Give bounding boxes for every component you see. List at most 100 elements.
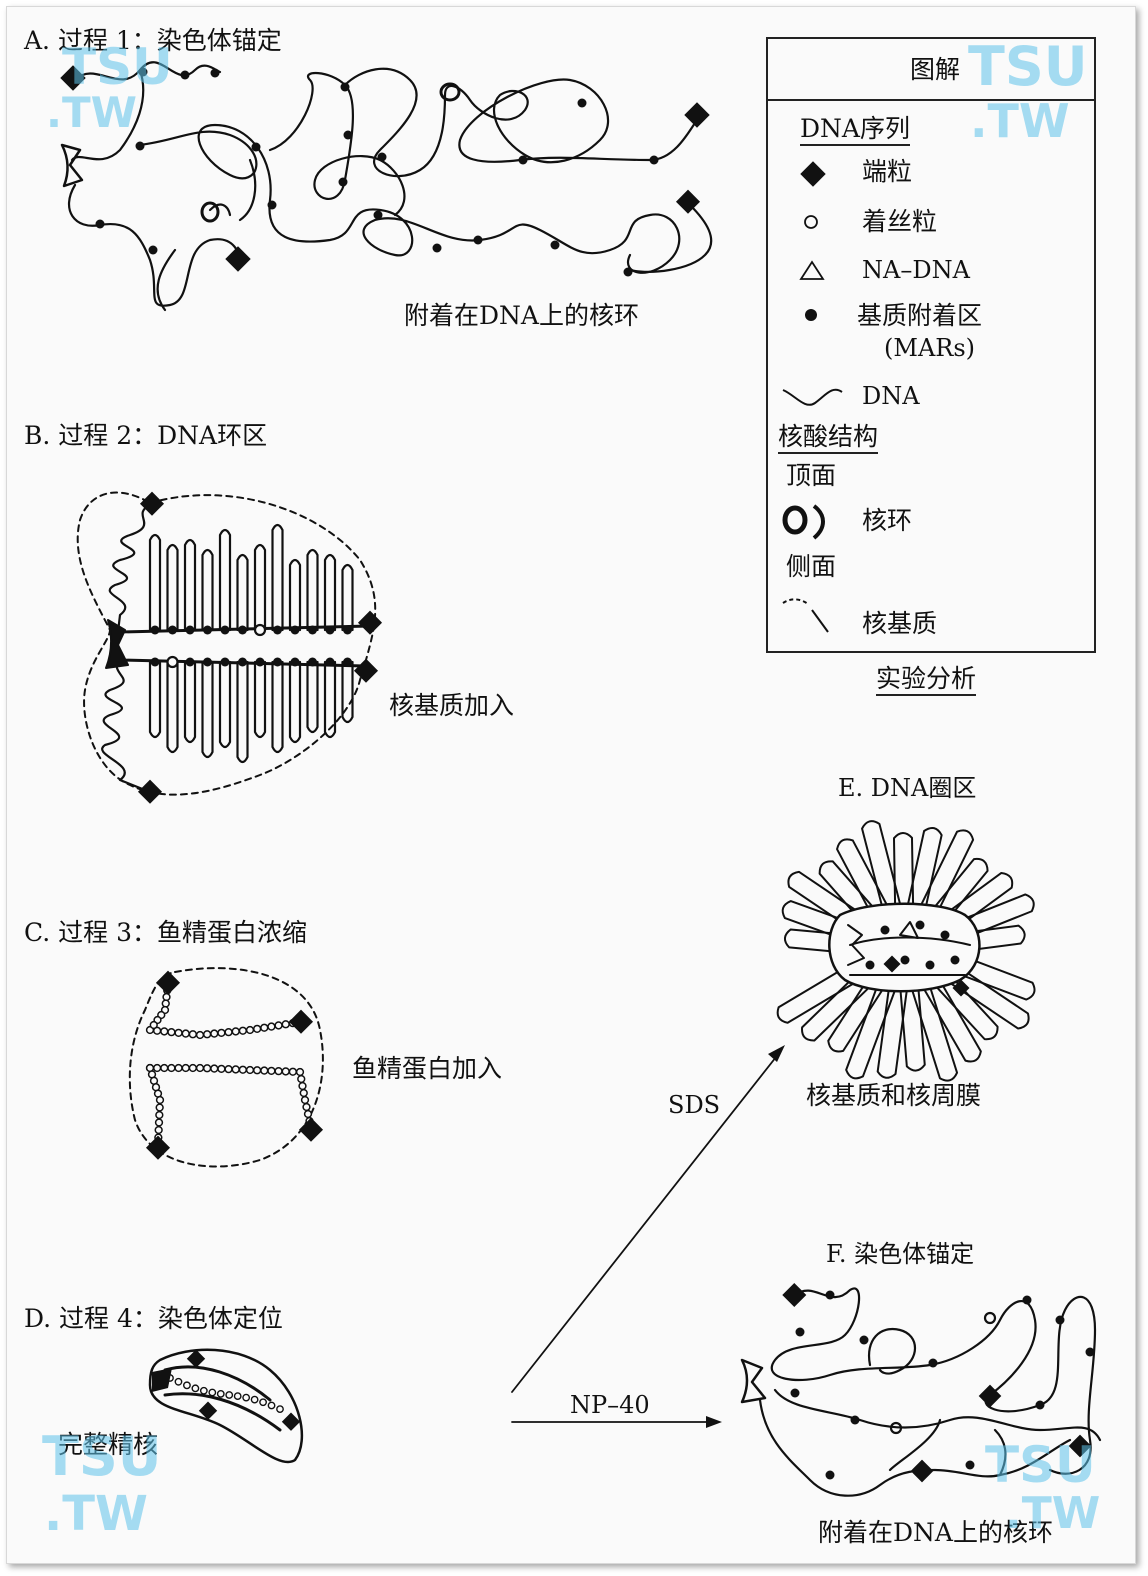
mar-dot (238, 657, 247, 667)
watermark-text: .TW (970, 94, 1070, 148)
dna-wave-icon (782, 388, 843, 406)
mar-dot (150, 625, 160, 635)
chromatin-bead (281, 1020, 290, 1029)
panel-a-telomeres (60, 65, 710, 272)
chromatin-bead (155, 1110, 164, 1120)
dna-loop (306, 660, 319, 734)
chromatin-bead (238, 1065, 248, 1074)
chromatin-bead (195, 1063, 205, 1073)
halo-loop (898, 976, 926, 1072)
dna-loop (253, 543, 267, 632)
chromatin-bead (298, 1081, 307, 1091)
telomere-diamond-icon (800, 161, 826, 187)
watermark-text: TSU (968, 35, 1088, 98)
mar-dot (325, 625, 335, 635)
legend-side-view: 侧面 (786, 552, 837, 581)
chromatin-bead (225, 1391, 234, 1399)
halo-loop (801, 960, 883, 1042)
panel-a-centromere (200, 201, 220, 223)
chromatin-bead (260, 1023, 269, 1032)
chromatin-bead (174, 1028, 183, 1038)
halo-loop (776, 954, 876, 1024)
chromatin-bead (252, 1066, 262, 1075)
legend-symbols (782, 161, 843, 633)
mar-dot (343, 625, 352, 635)
dna-loop (183, 660, 197, 744)
chromatin-bead (267, 1022, 276, 1031)
panel-c-caption: 鱼精蛋白加入 (352, 1054, 503, 1083)
legend-structure-heading: 核酸结构 (778, 424, 879, 454)
dna-loop (148, 660, 162, 739)
chromatin-bead (199, 1386, 208, 1395)
mar-dot-icon (805, 309, 817, 321)
halo-loop (783, 928, 867, 956)
chromatin-bead (224, 1064, 233, 1074)
panel-d-title: D. 过程 4：染色体定位 (24, 1304, 283, 1333)
halo-loop (914, 829, 975, 927)
dna-loop (236, 553, 249, 632)
watermark-text: .TW (44, 1486, 148, 1542)
halo-loop (781, 900, 872, 948)
mar-dot (273, 657, 282, 667)
chromatin-bead (161, 999, 170, 1008)
chromatin-bead (250, 1395, 259, 1404)
chromatin-bead (210, 1064, 219, 1073)
mar-dot (150, 657, 160, 667)
panel-a-anchor (60, 143, 84, 188)
dna-loop (341, 563, 354, 632)
dna-loop (201, 660, 214, 759)
loop-icon (782, 504, 825, 540)
dna-loop (341, 660, 354, 724)
chromatin-bead (188, 1063, 198, 1073)
na-dna-triangle-icon (799, 260, 825, 280)
halo-loop (931, 871, 1014, 940)
chromatin-bead (216, 1389, 225, 1398)
panel-b-telomeres (137, 491, 383, 804)
dna-loop (288, 558, 302, 632)
panel-c-boundary (128, 967, 324, 1168)
chromatin-bead (276, 1405, 284, 1414)
chromatin-bead (152, 1063, 162, 1073)
dna-loop (271, 660, 284, 754)
chromatin-bead (202, 1030, 212, 1039)
chromatin-bead (181, 1063, 190, 1073)
panel-e-caption: 核基质和核周膜 (806, 1081, 982, 1110)
chromatin-bead (299, 1088, 308, 1098)
watermark-text: .TW (1005, 1488, 1101, 1539)
mar-dot (290, 625, 300, 635)
panel-c-title: C. 过程 3：鱼精蛋白浓缩 (24, 918, 307, 947)
dna-loop (253, 660, 267, 739)
chromatin-bead (183, 1381, 191, 1390)
legend-top-view: 顶面 (786, 461, 837, 490)
chromatin-bead (181, 1029, 190, 1038)
mar-dot (308, 625, 317, 635)
chromatin-bead (195, 1030, 205, 1040)
legend-dna-seq-heading: DNA序列 (800, 116, 910, 146)
panel-c-chromatin-beads (145, 979, 314, 1142)
halo-loop (923, 857, 989, 933)
dna-loop (201, 548, 214, 632)
mar-dot (290, 657, 300, 667)
dna-loop (183, 538, 197, 632)
chromatin-bead (202, 1064, 212, 1073)
legend-title: 图解 (910, 55, 961, 84)
panel-b-anchor (105, 619, 129, 669)
dna-loop (218, 660, 232, 749)
figure-frame (6, 6, 1136, 1564)
halo-loop (836, 838, 895, 928)
chromatin-bead (231, 1065, 240, 1074)
chromatin-bead (245, 1025, 255, 1035)
chromatin-bead (245, 1065, 255, 1075)
panel-a-centromere (439, 82, 461, 102)
panel-f-mar-dots (790, 1290, 1095, 1480)
legend-header: 图解 (768, 39, 1094, 101)
panel-a-mar-dots (95, 67, 659, 277)
panel-f-telomeres (782, 1282, 1092, 1483)
chromatin-bead (302, 1102, 311, 1112)
legend-mars-label: 基质附着区 (857, 301, 983, 330)
mar-dot (253, 623, 267, 637)
halo-loop (938, 893, 1035, 947)
panel-e-dna-loops (776, 820, 1036, 1082)
panel-d-caption: 完整精核 (58, 1430, 159, 1459)
legend-centromere-label: 着丝粒 (862, 207, 938, 236)
